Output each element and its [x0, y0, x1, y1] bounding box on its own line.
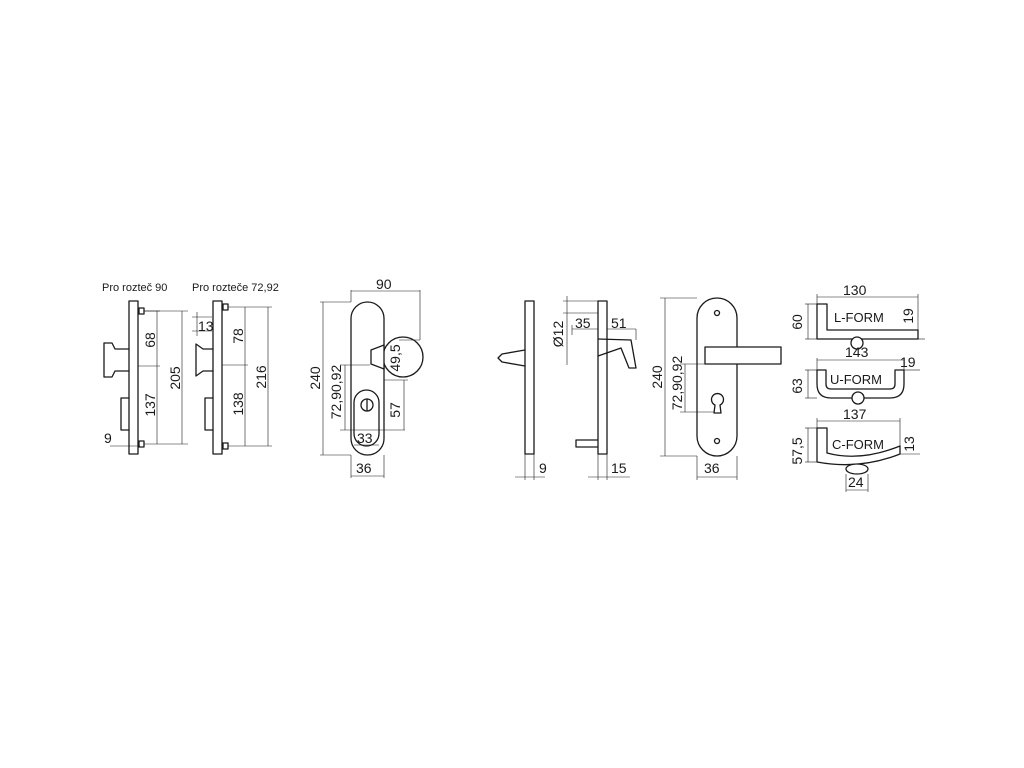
dim-width-90: 90 [376, 276, 392, 292]
side-view-lever-plate: Ø12 35 51 15 [550, 296, 637, 480]
dim-bottom-137: 137 [142, 393, 158, 417]
dim-pitch-72-90-92-b: 72,90,92 [669, 356, 685, 411]
dim-top-68: 68 [142, 332, 158, 348]
dim-height-240-b: 240 [649, 365, 665, 389]
u-form-height-63: 63 [789, 378, 805, 394]
u-form-right-19: 19 [900, 354, 916, 370]
l-form-label: L-FORM [834, 310, 884, 325]
side-view-thin-plate: 9 [497, 300, 547, 480]
dim-pitch-72-90-92: 72,90,92 [328, 365, 344, 420]
dim-total-205: 205 [167, 366, 183, 390]
caption-pitch-72-92: Pro rozteče 72,92 [192, 282, 279, 294]
l-form-width-130: 130 [843, 282, 867, 298]
dim-height-240: 240 [307, 366, 323, 390]
dim-spindle-35: 35 [575, 315, 591, 331]
front-view-lever-plate: 240 72,90,92 36 [649, 297, 782, 480]
l-form-height-60: 60 [789, 314, 805, 330]
c-form-width-137: 137 [843, 406, 867, 422]
dim-thickness-9-b: 9 [539, 460, 547, 476]
c-form-height-57-5: 57,5 [789, 437, 805, 464]
dim-base-width-36: 36 [356, 460, 372, 476]
front-view-knob-plate: 90 240 72,90,92 49,5 57 33 36 [307, 276, 424, 478]
dim-base-width-36-b: 36 [704, 460, 720, 476]
dim-total-216: 216 [253, 365, 269, 389]
dim-lock-height-57: 57 [387, 402, 403, 418]
dim-bottom-138: 138 [230, 392, 246, 416]
l-form-right-19: 19 [900, 308, 916, 324]
side-view-pitch-90: 68 137 205 9 [103, 300, 188, 455]
u-form-diagram: 143 63 19 U-FORM [789, 344, 920, 405]
dim-thickness-15: 15 [611, 460, 627, 476]
dim-thickness-9: 9 [104, 430, 112, 446]
c-form-diagram: 137 57,5 13 24 C-FORM [789, 406, 920, 492]
u-form-width-143: 143 [845, 344, 869, 360]
caption-pitch-90: Pro rozteč 90 [102, 282, 167, 294]
dim-depth-51: 51 [611, 315, 627, 331]
dim-top-78: 78 [230, 328, 246, 344]
dim-lock-width-33: 33 [357, 430, 373, 446]
side-view-pitch-72-92: 13 78 138 216 [192, 300, 272, 455]
dim-knob-49-5: 49,5 [387, 344, 403, 371]
c-form-bottom-24: 24 [848, 474, 864, 490]
c-form-label: C-FORM [832, 437, 884, 452]
l-form-diagram: 130 60 19 L-FORM [789, 282, 925, 350]
dim-diameter-12: Ø12 [550, 321, 566, 348]
c-form-right-13: 13 [901, 436, 917, 452]
u-form-label: U-FORM [830, 372, 882, 387]
dim-offset-13: 13 [198, 318, 214, 334]
